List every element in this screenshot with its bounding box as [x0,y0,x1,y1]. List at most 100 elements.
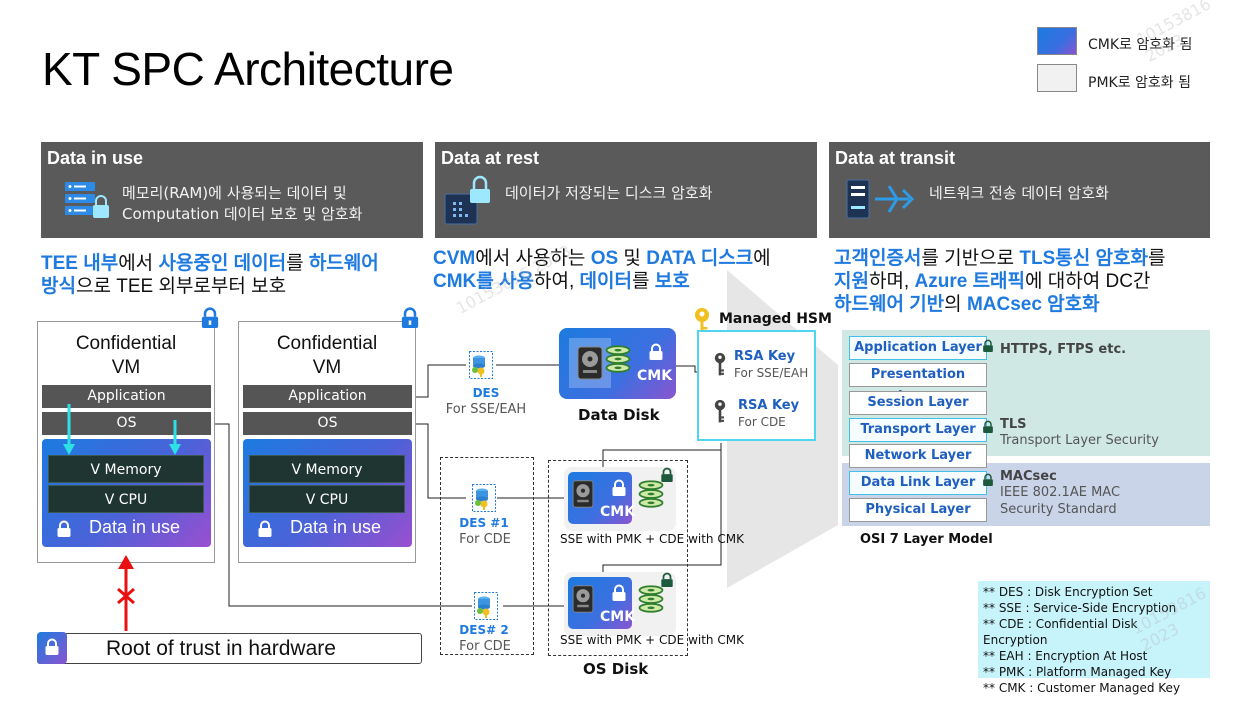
osi-network-layer: Network Layer [849,444,987,468]
lock-icon [982,339,994,353]
disk-stack-icon [638,480,664,508]
abbreviation-item: ** CMK : Customer Managed Key [983,681,1181,695]
lock-icon [660,572,674,588]
hdd-icon [572,480,594,508]
des-sub-label: For CDE [459,639,511,654]
abbreviation-item: ** DES : Disk Encryption Set [983,585,1153,599]
data-in-use-panel: V Memory V CPU Data in use [243,439,412,547]
abbreviation-item: ** EAH : Encryption At Host [983,649,1148,663]
network-transfer-icon [846,179,915,219]
osi-transport-layer: Transport Layer [849,418,987,442]
macsec-title: MACsec [1000,469,1057,484]
abbreviation-item: ** PMK : Platform Managed Key [983,665,1172,679]
abbreviation-item: ** SSE : Service-Side Encryption [983,601,1177,615]
disk-stack-icon [638,585,664,613]
section-header-data-at-transit: Data at transit 네트워크 전송 데이터 암호화 [829,142,1210,238]
osi-data-link-layer: Data Link Layer [849,471,987,495]
des-label: DES# 2 [459,623,509,637]
disk-stack-icon [605,345,631,373]
key-sub: For SSE/EAH [734,366,809,380]
des-icon [469,351,493,379]
gold-key-icon [695,308,709,333]
key-name: RSA Key [738,398,800,413]
confidential-vm-2: Confidential VM Application OS V Memory … [238,321,416,563]
server-lock-icon [65,182,109,218]
hdd-icon [572,585,594,613]
os-layer: OS [42,412,211,435]
lock-icon [982,420,994,434]
https-note: HTTPS, FTPS etc. [1000,342,1127,357]
chip-lock-icon [37,632,67,664]
application-layer: Application [42,385,211,408]
des-label: DES #1 [459,516,509,530]
data-disk-card: CMK [559,328,676,399]
section-desc-line: 메모리(RAM)에 사용되는 데이터 및 [122,184,347,202]
des-icon [474,592,498,620]
cmk-label: CMK [637,368,673,384]
lock-icon [611,479,627,497]
v-cpu: V CPU [249,485,405,513]
data-at-transit-summary: 고객인증서를 기반으로 TLS통신 암호화를 지원하며, Azure 트래픽에 … [834,248,1166,315]
abbreviation-item: ** CDE : Confidential Disk Encryption [983,617,1138,647]
lock-icon [648,343,664,361]
data-in-use-panel: V Memory V CPU Data in use [42,439,211,547]
lock-icon [660,467,674,483]
os-disk-card-1: CMK [564,467,676,531]
v-cpu: V CPU [48,485,204,513]
cmk-inner-card: CMK [568,577,636,629]
section-title: Data at rest [441,148,540,168]
blocked-arrow-icon [117,555,135,631]
legend-pmk-swatch [1037,64,1077,92]
os-disk-card-2: CMK [564,572,676,636]
legend-cmk-swatch [1037,27,1077,55]
page-title: KT SPC Architecture [42,43,454,95]
cmk-label: CMK [600,609,636,625]
des-sub-label: For CDE [459,532,511,547]
lock-icon [56,520,72,538]
memory-arrow-icon [63,404,181,455]
section-title: Data at transit [835,148,956,168]
key-icon [714,352,726,376]
lock-icon [611,584,627,602]
v-memory: V Memory [48,455,204,483]
cmk-label: CMK [600,504,636,520]
section-header-data-in-use: Data in use 메모리(RAM)에 사용되는 데이터 및 Computa… [41,142,423,238]
des-group [440,457,534,655]
legend-cmk-label: CMK로 암호화 됨 [1088,37,1193,53]
legend-pmk-label: PMK로 암호화 됨 [1088,75,1192,91]
lock-icon [257,520,273,538]
des-icon [472,484,496,512]
osi-physical-layer: Physical Layer [849,498,987,522]
section-header-data-at-rest: Data at rest 데이터가 저장되는 디스크 암호화 [435,142,817,238]
v-memory: V Memory [249,455,405,483]
osi-caption: OSI 7 Layer Model [860,532,993,547]
vm-title: Confidential [276,333,378,354]
section-desc: 네트워크 전송 데이터 암호화 [929,184,1109,202]
confidential-vm-1: Confidential VM Application OS V Memory … [37,321,215,563]
hsm-title: Managed HSM [719,311,832,327]
osi-session-layer: Session Layer [849,391,987,415]
des-sub-label: For SSE/EAH [445,402,527,417]
tls-sub: Transport Layer Security [1000,433,1159,448]
data-in-use-summary: TEE 내부에서 사용중인 데이터를 하드웨어 방식으로 TEE 외부로부터 보… [41,253,379,297]
key-name: RSA Key [734,349,796,364]
root-of-trust-label: Root of trust in hardware [106,637,336,660]
key-icon [714,399,726,423]
abbreviation-notes: ** DES : Disk Encryption Set ** SSE : Se… [978,581,1210,695]
vm-title: Confidential [75,333,177,354]
os-disk-label: OS Disk [583,660,649,678]
os-disk-caption: SSE with PMK + CDE with CMK [560,633,744,647]
os-disk-group [548,460,688,656]
des-label: DES [472,386,500,400]
lock-icon [200,306,220,330]
database-lock-icon [444,175,490,225]
vm-title: VM [111,357,141,378]
data-in-use-label: Data in use [89,517,181,537]
application-layer: Application [243,385,412,408]
osi-presentation-layer: Presentation Layer [849,363,987,404]
vm-title: VM [312,357,342,378]
section-title: Data in use [47,148,144,168]
section-desc-line: Computation 데이터 보호 및 암호화 [122,205,363,223]
key-sub: For CDE [738,415,786,429]
macsec-sub: Security Standard [1000,502,1117,517]
